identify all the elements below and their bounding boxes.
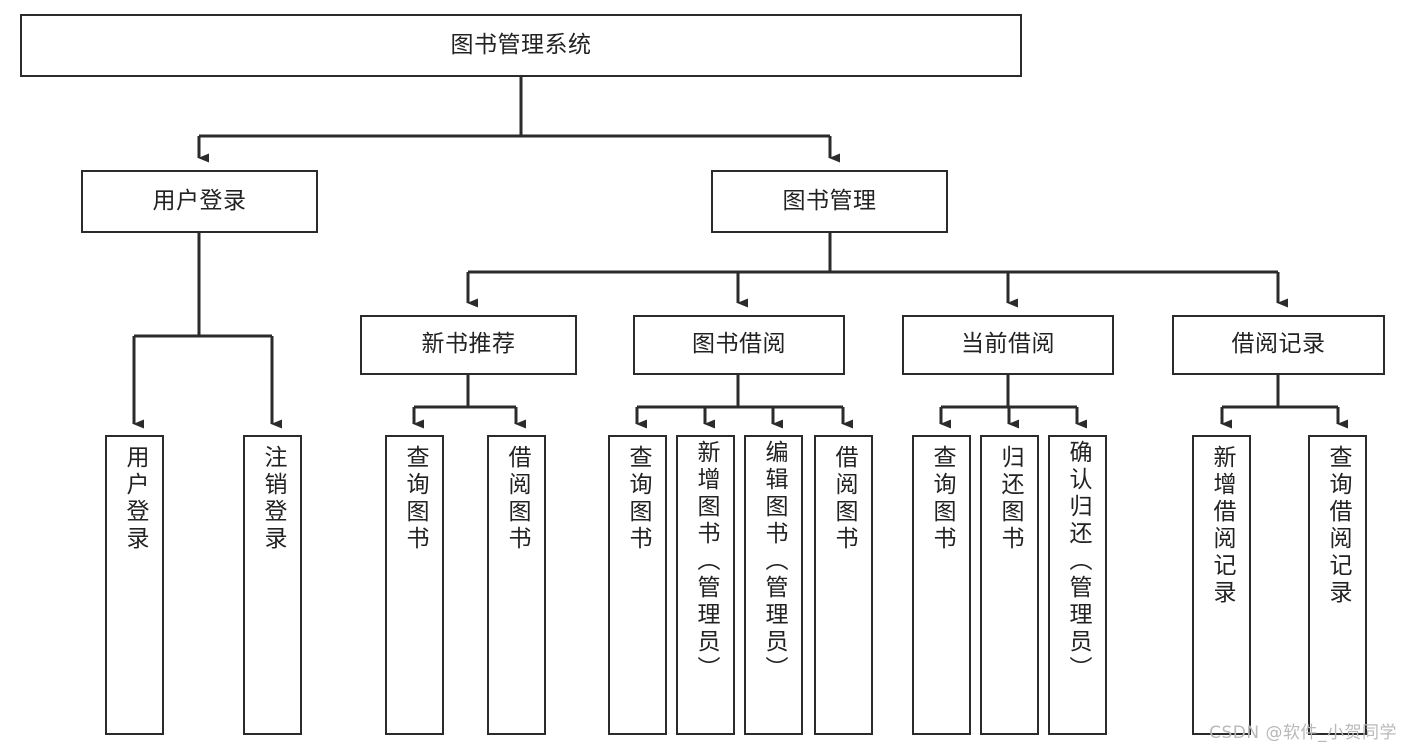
leaf-add-borrow-record-label: 新增借阅记录 <box>1209 445 1235 607</box>
csdn-watermark: CSDN @软件_小贺同学 <box>1209 723 1397 743</box>
leaf-add-borrow-record[interactable]: 新增借阅记录 <box>1192 435 1251 735</box>
leaf-logout-label: 注销登录 <box>260 445 286 553</box>
node-book-borrow-label: 图书借阅 <box>692 331 786 358</box>
leaf-query-book-3-label: 查询图书 <box>929 445 955 553</box>
leaf-confirm-return-admin-label: 确认归还（管理员） <box>1065 440 1091 683</box>
leaf-query-book-2-label: 查询图书 <box>625 445 651 553</box>
leaf-user-login-label: 用户登录 <box>122 445 148 553</box>
leaf-edit-book-admin[interactable]: 编辑图书（管理员） <box>744 435 803 735</box>
node-root-label: 图书管理系统 <box>450 31 592 58</box>
leaf-add-book-admin-label: 新增图书（管理员） <box>693 440 719 683</box>
node-borrow-record-label: 借阅记录 <box>1231 331 1326 358</box>
node-current-borrow[interactable]: 当前借阅 <box>902 315 1114 375</box>
node-new-book-recommendation[interactable]: 新书推荐 <box>360 315 577 375</box>
leaf-borrow-book-1-label: 借阅图书 <box>504 445 530 553</box>
node-user-login-label: 用户登录 <box>152 187 247 214</box>
leaf-return-book[interactable]: 归还图书 <box>980 435 1039 735</box>
leaf-confirm-return-admin[interactable]: 确认归还（管理员） <box>1048 435 1107 735</box>
leaf-user-login[interactable]: 用户登录 <box>105 435 164 735</box>
leaf-edit-book-admin-label: 编辑图书（管理员） <box>761 440 787 683</box>
leaf-query-book-1[interactable]: 查询图书 <box>385 435 444 735</box>
leaf-borrow-book-2-label: 借阅图书 <box>831 445 857 553</box>
leaf-query-borrow-record[interactable]: 查询借阅记录 <box>1308 435 1367 735</box>
node-new-book-recommendation-label: 新书推荐 <box>421 331 516 358</box>
node-root[interactable]: 图书管理系统 <box>20 14 1022 77</box>
node-current-borrow-label: 当前借阅 <box>961 331 1055 358</box>
leaf-query-book-3[interactable]: 查询图书 <box>912 435 971 735</box>
leaf-borrow-book-2[interactable]: 借阅图书 <box>814 435 873 735</box>
node-borrow-record[interactable]: 借阅记录 <box>1172 315 1385 375</box>
leaf-query-book-2[interactable]: 查询图书 <box>608 435 667 735</box>
node-user-login[interactable]: 用户登录 <box>81 170 318 233</box>
leaf-add-book-admin[interactable]: 新增图书（管理员） <box>676 435 735 735</box>
leaf-return-book-label: 归还图书 <box>997 445 1023 553</box>
leaf-query-borrow-record-label: 查询借阅记录 <box>1325 445 1351 607</box>
node-book-manage[interactable]: 图书管理 <box>711 170 948 233</box>
leaf-logout[interactable]: 注销登录 <box>243 435 302 735</box>
node-book-manage-label: 图书管理 <box>782 187 877 214</box>
node-book-borrow[interactable]: 图书借阅 <box>633 315 845 375</box>
leaf-borrow-book-1[interactable]: 借阅图书 <box>487 435 546 735</box>
leaf-query-book-1-label: 查询图书 <box>402 445 428 553</box>
